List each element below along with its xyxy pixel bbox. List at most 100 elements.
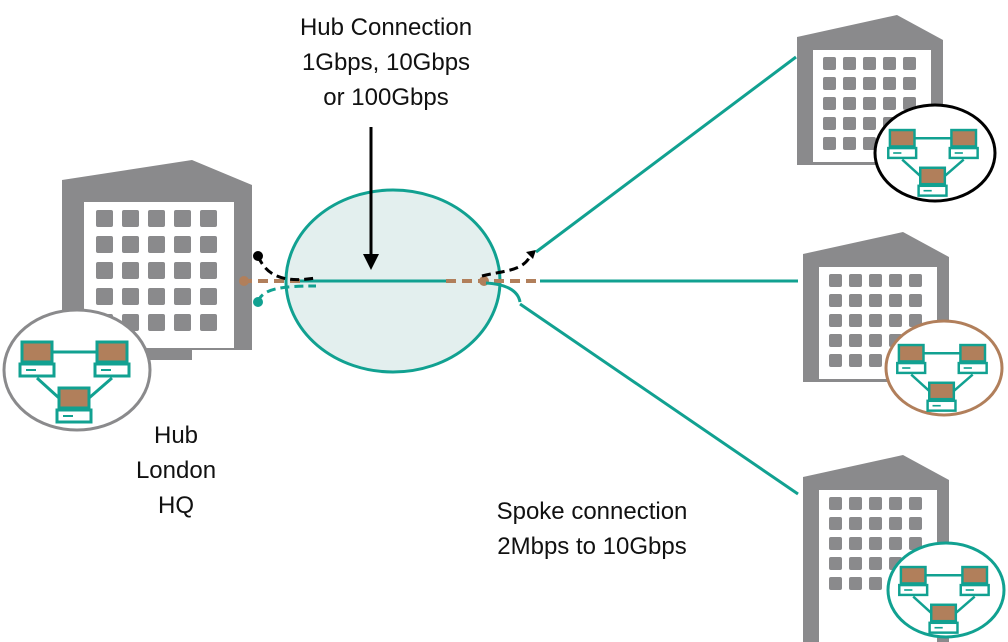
building-window	[903, 57, 916, 70]
spoke-connection-label: Spoke connection 2Mbps to 10Gbps	[462, 494, 722, 564]
building-window	[869, 294, 882, 307]
spoke-building-middle	[803, 232, 949, 382]
building-window	[883, 57, 896, 70]
building-window	[174, 236, 191, 253]
teal-endpoint-dot	[253, 297, 263, 307]
computer-icon	[896, 343, 927, 375]
building-window	[96, 262, 113, 279]
building-window	[122, 288, 139, 305]
building-window	[909, 274, 922, 287]
building-window	[829, 537, 842, 550]
lan-link	[955, 595, 976, 614]
building-window	[903, 77, 916, 90]
computer-icon	[926, 381, 957, 412]
building-window	[869, 577, 882, 590]
spoke-line-top	[535, 55, 797, 254]
building-window	[122, 210, 139, 227]
building-window	[863, 97, 876, 110]
building-window	[843, 137, 856, 150]
building-window	[863, 137, 876, 150]
hub-connection-line3: or 100Gbps	[323, 84, 449, 111]
building-window	[823, 77, 836, 90]
computer-icon	[93, 340, 131, 378]
building-window	[869, 314, 882, 327]
lan-link	[912, 595, 933, 614]
building-window	[200, 236, 217, 253]
computer-icon	[887, 128, 918, 160]
building-window	[849, 557, 862, 570]
building-window	[829, 334, 842, 347]
spoke-connection-line1: Spoke connection	[496, 498, 688, 525]
building-window	[863, 77, 876, 90]
spoke-middle-lan-cluster	[884, 319, 1004, 417]
computer-icon	[18, 340, 56, 378]
building-window	[869, 517, 882, 530]
hub-site-line2: London	[135, 457, 217, 484]
building-window	[96, 288, 113, 305]
building-window	[889, 274, 902, 287]
building-window	[849, 274, 862, 287]
hub-site-line1: Hub	[153, 422, 199, 449]
building-window	[829, 314, 842, 327]
lan-link	[910, 373, 931, 392]
lan-link	[901, 158, 922, 177]
lan-link	[88, 376, 113, 400]
building-window	[889, 497, 902, 510]
computer-icon	[928, 603, 959, 634]
building-window	[823, 137, 836, 150]
spoke-redundant-link-teal	[485, 281, 522, 303]
building-window	[823, 117, 836, 130]
building-window	[823, 97, 836, 110]
black-endpoint-dot	[253, 251, 263, 261]
lan-link	[35, 376, 61, 400]
building-window	[869, 334, 882, 347]
building-window	[849, 537, 862, 550]
building-window	[148, 210, 165, 227]
building-window	[96, 210, 113, 227]
black-endpoint-tick	[526, 250, 536, 259]
arrow-head	[363, 254, 379, 270]
building-window	[843, 57, 856, 70]
building-window	[863, 117, 876, 130]
building-window	[869, 354, 882, 367]
computer-icon	[898, 565, 929, 597]
building-window	[889, 294, 902, 307]
building-window	[849, 334, 862, 347]
hub-lan-cluster	[2, 308, 152, 432]
building-window	[829, 497, 842, 510]
building-window	[909, 497, 922, 510]
building-window	[889, 314, 902, 327]
building-window	[174, 262, 191, 279]
hub-connection-line1: Hub Connection	[299, 14, 473, 41]
building-window	[849, 294, 862, 307]
building-window	[883, 77, 896, 90]
building-window	[823, 57, 836, 70]
lan-link	[953, 373, 974, 392]
building-window	[200, 210, 217, 227]
building-window	[883, 97, 896, 110]
hub-port-dot	[239, 276, 249, 286]
building-window	[122, 262, 139, 279]
building-window	[174, 210, 191, 227]
building-window	[148, 288, 165, 305]
spoke-line-bottom	[519, 302, 799, 496]
building-window	[889, 517, 902, 530]
building-window	[200, 262, 217, 279]
building-window	[849, 517, 862, 530]
building-window	[829, 274, 842, 287]
building-window	[843, 117, 856, 130]
spoke-redundant-link-black	[481, 251, 534, 278]
building-window	[909, 314, 922, 327]
building-window	[148, 236, 165, 253]
building-window	[909, 294, 922, 307]
building-window	[889, 537, 902, 550]
computer-icon	[55, 386, 93, 424]
hub-connection-label: Hub Connection 1Gbps, 10Gbps or 100Gbps	[256, 10, 516, 115]
building-window	[849, 497, 862, 510]
hub-site-line3: HQ	[158, 492, 194, 519]
building-window	[829, 517, 842, 530]
building-window	[122, 236, 139, 253]
building-window	[200, 314, 217, 331]
spoke-top-lan-cluster	[873, 103, 997, 203]
